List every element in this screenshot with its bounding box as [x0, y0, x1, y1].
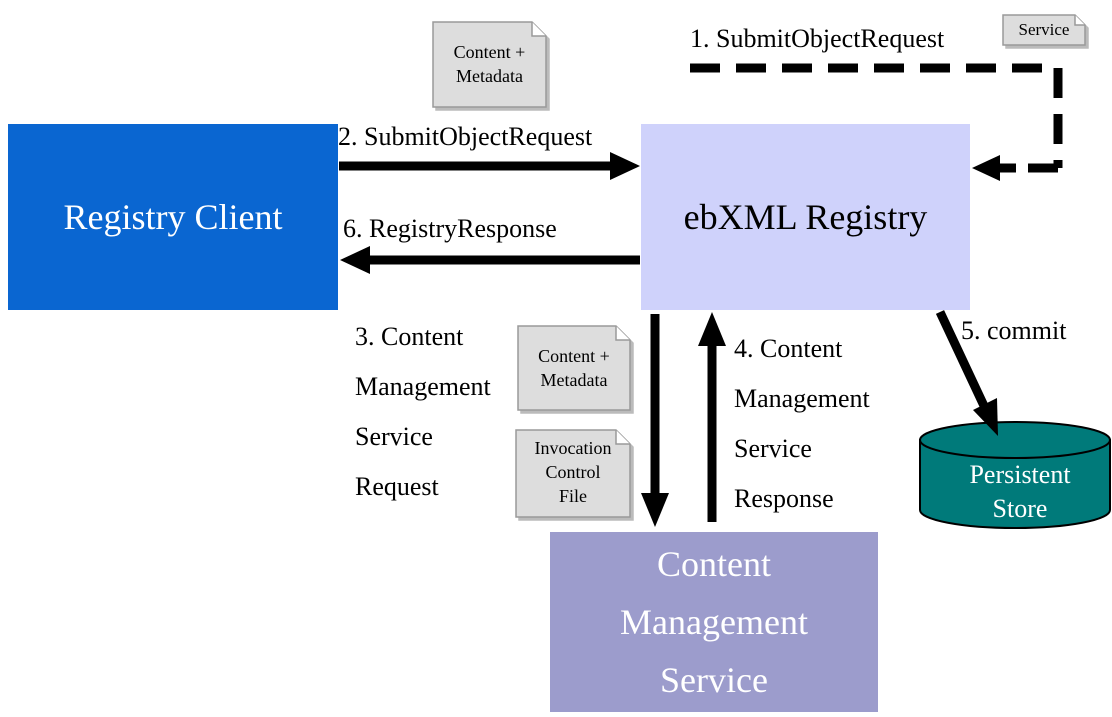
step-6-label: 6. RegistryResponse	[343, 214, 557, 243]
ebxml-registry-box: ebXML Registry	[641, 124, 970, 310]
invocation-control-file-label: Invocation Control File	[516, 436, 630, 508]
step-1-label: 1. SubmitObjectRequest	[690, 24, 945, 53]
invocation-line-2: Control	[545, 462, 601, 482]
step-4-line-2: Management	[734, 384, 870, 413]
step-5-label: 5. commit	[961, 316, 1067, 345]
content-metadata-mid-label: Content + Metadata	[518, 344, 630, 392]
content-metadata-document-icon-top	[432, 21, 547, 108]
arrow-step-6	[340, 246, 640, 274]
content-metadata-top-line-2: Metadata	[456, 66, 523, 86]
content-metadata-mid-line-2: Metadata	[540, 370, 608, 390]
content-metadata-top-label: Content + Metadata	[433, 40, 546, 88]
persistent-store-label: Persistent Store	[930, 458, 1110, 526]
invocation-control-file-document-icon	[515, 429, 631, 518]
content-management-service-box: Content Management Service	[550, 532, 878, 712]
content-metadata-mid-line-1: Content +	[538, 346, 610, 366]
registry-client-label: Registry Client	[63, 197, 283, 237]
invocation-line-3: File	[558, 486, 587, 506]
persistent-store-line-1: Persistent	[969, 460, 1071, 489]
service-document-icon	[1002, 14, 1086, 46]
persistent-store-line-2: Store	[992, 494, 1048, 523]
invocation-line-1: Invocation	[534, 438, 612, 458]
cms-label-line-2: Management	[620, 602, 808, 642]
step-3-label: 3. Content Management Service Request	[355, 312, 491, 512]
arrow-step-4	[698, 312, 726, 522]
persistent-store-cylinder-icon	[919, 421, 1111, 529]
cms-label-line-3: Service	[660, 660, 768, 700]
arrow-step-1	[690, 63, 1063, 181]
arrow-step-5	[935, 310, 998, 436]
step-4-line-4: Response	[734, 484, 834, 513]
step-3-line-3: Service	[355, 422, 433, 451]
step-2-label: 2. SubmitObjectRequest	[338, 122, 593, 151]
registry-client-box: Registry Client	[8, 124, 338, 310]
step-4-label: 4. Content Management Service Response	[734, 324, 870, 524]
arrow-step-3	[641, 314, 669, 527]
cms-label-line-1: Content	[657, 544, 771, 584]
step-3-line-2: Management	[355, 372, 491, 401]
step-4-line-1: 4. Content	[734, 334, 843, 363]
step-3-line-4: Request	[355, 472, 439, 501]
service-document-label: Service	[1018, 20, 1070, 39]
content-metadata-document-icon-mid	[517, 325, 631, 411]
content-metadata-top-line-1: Content +	[453, 42, 526, 62]
step-4-line-3: Service	[734, 434, 812, 463]
arrow-step-2	[339, 152, 640, 180]
step-3-line-1: 3. Content	[355, 322, 464, 351]
ebxml-registry-label: ebXML Registry	[683, 197, 928, 237]
